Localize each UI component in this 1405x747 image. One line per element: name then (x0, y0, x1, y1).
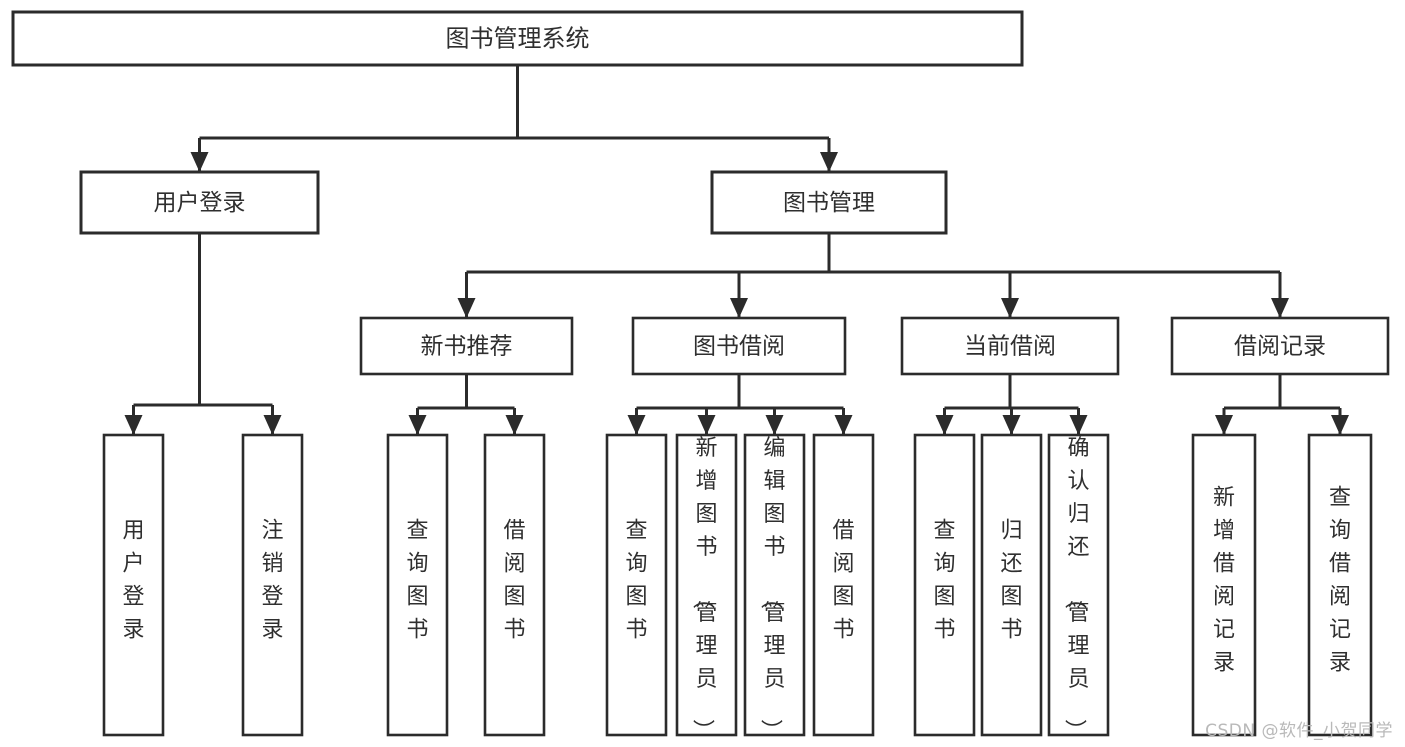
node-label-vertical: 新增借阅记录 (1213, 486, 1235, 676)
arrow-head-icon (765, 415, 784, 435)
arrow-head-icon (1215, 415, 1233, 435)
arrow-head-icon (1271, 298, 1289, 318)
node-leaf-当前借阅-查询图书[interactable]: 查询图书 (913, 433, 976, 737)
node-level2-图书管理[interactable]: 图书管理 (710, 170, 948, 235)
node-level3-当前借阅[interactable]: 当前借阅 (900, 316, 1120, 376)
node-leaf-用户登录-用户登录[interactable]: 用户登录 (102, 433, 165, 737)
node-leaf-图书借阅-查询图书[interactable]: 查询图书 (605, 433, 668, 737)
node-level3-新书推荐[interactable]: 新书推荐 (359, 316, 574, 376)
arrow-head-icon (1331, 415, 1349, 435)
arrow-head-icon (935, 415, 954, 435)
arrow-head-icon (627, 415, 646, 435)
node-label: 用户登录 (154, 190, 246, 216)
arrow-head-icon (697, 415, 716, 435)
node-label-vertical: 新增图书（管理员） (689, 436, 717, 741)
node-label: 图书管理 (783, 190, 875, 216)
node-layer: 图书管理系统用户登录图书管理新书推荐图书借阅当前借阅借阅记录用户登录注销登录查询… (11, 10, 1390, 741)
node-label-vertical: 查询借阅记录 (1329, 486, 1351, 676)
node-leaf-新书推荐-查询图书[interactable]: 查询图书 (386, 433, 449, 737)
node-label-vertical: 查询图书 (933, 519, 955, 643)
node-label-vertical: 借阅图书 (503, 519, 525, 643)
node-level3-图书借阅[interactable]: 图书借阅 (631, 316, 847, 376)
node-leaf-图书借阅-借阅图书[interactable]: 借阅图书 (812, 433, 875, 737)
node-label: 当前借阅 (964, 334, 1056, 360)
node-root-图书管理系统[interactable]: 图书管理系统 (11, 10, 1024, 67)
arrow-head-icon (457, 298, 476, 318)
node-label-vertical: 确认归还（管理员） (1061, 436, 1089, 741)
arrow-head-icon (730, 298, 748, 318)
arrow-head-icon (1002, 415, 1021, 435)
node-label-vertical: 用户登录 (122, 519, 144, 643)
node-leaf-图书借阅-新增图书（管理员）[interactable]: 新增图书（管理员） (675, 433, 738, 741)
node-label: 借阅记录 (1234, 334, 1326, 360)
node-label: 图书管理系统 (446, 25, 590, 53)
arrow-head-icon (190, 152, 209, 172)
arrow-head-icon (408, 415, 427, 435)
node-label-vertical: 归还图书 (1000, 519, 1022, 643)
arrow-head-icon (1001, 298, 1019, 318)
node-leaf-图书借阅-编辑图书（管理员）[interactable]: 编辑图书（管理员） (743, 433, 806, 741)
node-label: 新书推荐 (421, 334, 513, 360)
node-leaf-借阅记录-新增借阅记录[interactable]: 新增借阅记录 (1191, 433, 1257, 737)
node-leaf-当前借阅-确认归还（管理员）[interactable]: 确认归还（管理员） (1047, 433, 1110, 741)
arrow-head-icon (263, 415, 282, 435)
node-label-vertical: 编辑图书（管理员） (757, 436, 785, 741)
node-label-vertical: 查询图书 (406, 519, 428, 643)
watermark-text: CSDN @软件_小贺同学 (1205, 721, 1393, 741)
node-label-vertical: 借阅图书 (832, 519, 854, 643)
node-leaf-用户登录-注销登录[interactable]: 注销登录 (241, 433, 304, 737)
arrow-head-icon (1069, 415, 1088, 435)
node-label-vertical: 查询图书 (625, 519, 647, 643)
arrow-head-icon (505, 415, 524, 435)
node-label: 图书借阅 (693, 334, 785, 360)
node-leaf-新书推荐-借阅图书[interactable]: 借阅图书 (483, 433, 546, 737)
node-leaf-当前借阅-归还图书[interactable]: 归还图书 (980, 433, 1043, 737)
node-level2-用户登录[interactable]: 用户登录 (79, 170, 320, 235)
connector-layer (124, 65, 1349, 435)
arrow-head-icon (820, 152, 838, 172)
node-leaf-借阅记录-查询借阅记录[interactable]: 查询借阅记录 (1307, 433, 1373, 737)
arrow-head-icon (834, 415, 853, 435)
node-level3-借阅记录[interactable]: 借阅记录 (1170, 316, 1390, 376)
arrow-head-icon (124, 415, 143, 435)
node-label-vertical: 注销登录 (261, 519, 283, 643)
